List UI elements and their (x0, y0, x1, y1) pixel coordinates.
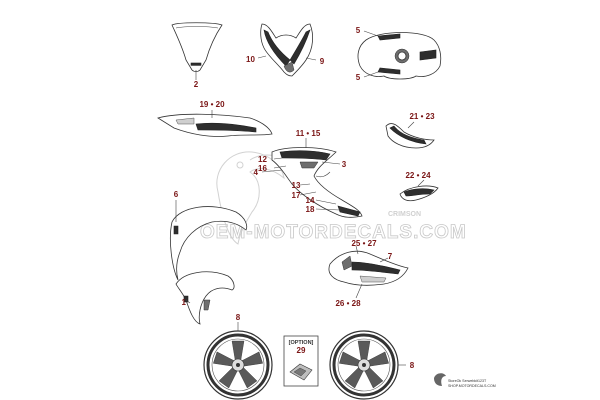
callout-8-left: 8 (236, 313, 241, 322)
front-mudguard-part (170, 200, 248, 281)
callout-8-right: 8 (410, 361, 415, 370)
callout-17: 17 (292, 191, 301, 200)
callout-13: 13 (292, 181, 301, 190)
watermark-text: OEM-MOTORDECALS.COM (200, 222, 467, 243)
callout-18: 18 (306, 205, 315, 214)
tail-piece-part (385, 121, 435, 149)
option-box-label: [OPTION] (289, 340, 314, 346)
callout-12: 12 (258, 155, 267, 164)
windscreen-part (171, 22, 223, 80)
lower-fairing-part (328, 245, 409, 299)
callout-10: 10 (246, 55, 255, 64)
callout-29: 29 (297, 346, 306, 355)
wheel-right-part (329, 330, 406, 400)
callout-11-15: 11 • 15 (296, 129, 321, 138)
callout-7: 7 (388, 252, 393, 261)
callout-5-bottom: 5 (356, 73, 361, 82)
belly-pan-part (399, 179, 439, 202)
callout-6: 6 (174, 190, 179, 199)
fuel-tank-part (357, 30, 442, 80)
wheel-left-part (203, 322, 273, 400)
callout-25-27: 25 • 27 (351, 239, 377, 248)
footer-line-2: SHOP.MOTORDECALS.COM (448, 384, 496, 388)
callout-14: 14 (306, 196, 315, 205)
side-fairing-part (261, 138, 363, 218)
windscreen-decal-icon (190, 62, 202, 66)
callout-4: 4 (254, 168, 259, 177)
hugger-part (175, 271, 235, 325)
footer-line-1: StoreOk Serwebkit123T (448, 379, 487, 383)
watermark: OEM-MOTORDECALS.COM CRIMSON (200, 151, 467, 245)
upper-fairing-part (257, 23, 317, 77)
option-box: [OPTION] (283, 335, 319, 387)
callout-3: 3 (342, 160, 347, 169)
callouts: 2 10 9 5 5 19 • 20 21 • 23 11 • 15 12 16… (174, 26, 435, 370)
footer-bird-icon (434, 373, 446, 386)
callout-9: 9 (320, 57, 325, 66)
seat-cowl-part (157, 110, 273, 137)
callout-22-24: 22 • 24 (405, 171, 431, 180)
footer-logo: StoreOk Serwebkit123T SHOP.MOTORDECALS.C… (434, 373, 496, 388)
callout-19-20: 19 • 20 (199, 100, 225, 109)
watermark-sub-text: CRIMSON (388, 211, 421, 218)
callout-26-28: 26 • 28 (335, 299, 361, 308)
callout-21-23: 21 • 23 (409, 112, 435, 121)
callout-1: 1 (182, 298, 187, 307)
callout-5-top: 5 (356, 26, 361, 35)
callout-16: 16 (258, 164, 267, 173)
callout-2: 2 (194, 80, 199, 89)
